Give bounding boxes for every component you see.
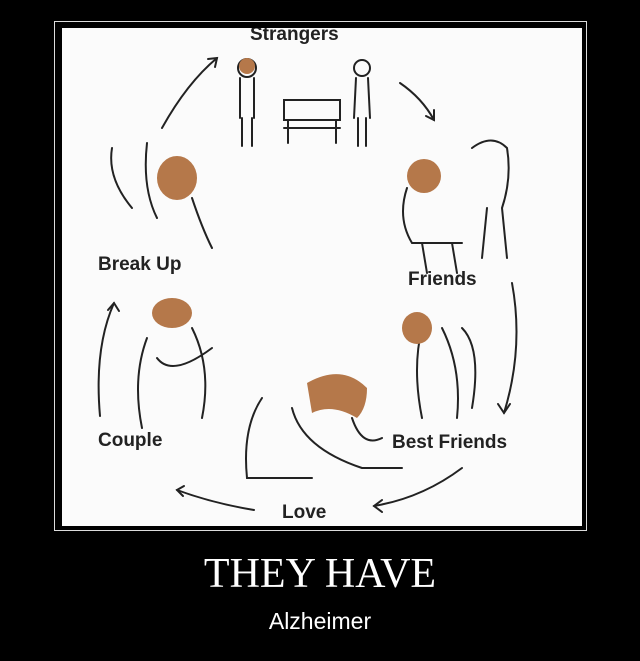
cycle-illustration: Strangers Friends Best Friends Love Coup… [62,28,582,526]
arrow-strangers-friends [399,82,435,121]
arrow-love-couple [176,489,255,511]
sketch-drawing [97,56,518,513]
label-strangers: Strangers [250,28,339,45]
poster-title: THEY HAVE [203,551,437,597]
love-figures [245,397,403,479]
label-best-friends: Best Friends [392,432,508,453]
poster-frame-border [54,21,587,531]
best-friends-figures [416,327,477,419]
label-love: Love [282,502,327,523]
label-break-up: Break Up [98,254,182,275]
arrow-breakup-strangers [161,57,218,129]
label-friends: Friends [408,269,477,290]
arrow-couple-breakup [97,302,115,417]
poster-subtitle: Alzheimer [268,608,372,634]
arrow-friends-bestfriends [503,282,518,414]
arrow-bestfriends-love [373,467,463,507]
friends-figures [402,139,510,274]
strangers-figures [237,58,371,147]
breakup-figures [110,142,213,249]
couple-figures [137,327,213,429]
label-couple: Couple [98,430,163,451]
